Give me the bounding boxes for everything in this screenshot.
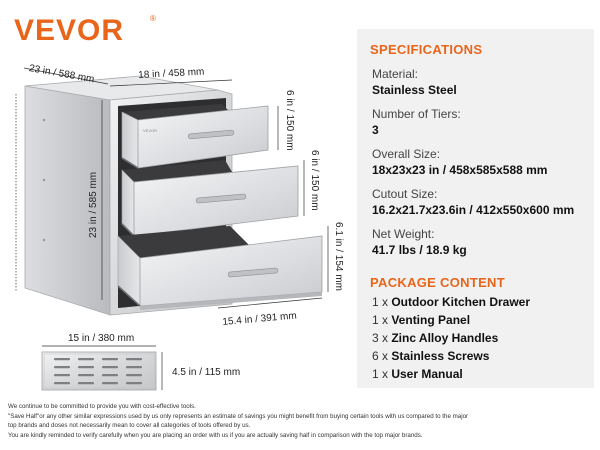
spec-value-overall-size: 18x23x23 in / 458x585x588 mm xyxy=(372,163,548,177)
spec-label-net-weight: Net Weight: xyxy=(372,227,435,241)
spec-value-tiers: 3 xyxy=(372,123,379,137)
spec-value-material: Stainless Steel xyxy=(372,83,457,97)
dimension-panel-height: 4.5 in / 115 mm xyxy=(172,367,241,378)
specifications-title: SPECIFICATIONS xyxy=(370,42,483,57)
spec-label-tiers: Number of Tiers: xyxy=(372,107,461,121)
venting-panel xyxy=(41,351,157,391)
disclaimer-line: "Save Half"or any other similar expressi… xyxy=(8,412,469,420)
product-illustration: VEVOR xyxy=(15,67,329,391)
drawer-middle xyxy=(121,160,299,237)
package-item: 1 x Outdoor Kitchen Drawer xyxy=(372,295,531,309)
dimension-panel-width: 15 in / 380 mm xyxy=(68,333,135,344)
disclaimer: We continue to be committed to provide y… xyxy=(8,402,598,440)
dimension-drawer-2: 6 in / 150 mm xyxy=(309,150,320,211)
disclaimer-line: You are kindly reminded to verify carefu… xyxy=(8,431,423,439)
dimension-drawer-3: 6.1 in / 154 mm xyxy=(333,222,344,291)
spec-label-cutout-size: Cutout Size: xyxy=(372,187,438,201)
package-item: 1 x User Manual xyxy=(372,367,463,381)
spec-value-cutout-size: 16.2x21.7x23.6in / 412x550x600 mm xyxy=(372,203,575,217)
dimension-height: 23 in / 585 mm xyxy=(88,171,99,238)
drawer-bottom xyxy=(117,226,323,310)
disclaimer-line: We continue to be committed to provide y… xyxy=(8,403,196,410)
brand-logo: VEVOR xyxy=(14,14,125,47)
brand-registered-mark: ® xyxy=(150,14,156,23)
package-content-title: PACKAGE CONTENT xyxy=(370,275,505,290)
package-item: 6 x Stainless Screws xyxy=(372,349,490,363)
dimension-lines xyxy=(15,67,329,390)
package-item: 1 x Venting Panel xyxy=(372,313,471,327)
drawer-engraving: VEVOR xyxy=(143,128,157,133)
disclaimer-line: top brands and doses not necessarily mea… xyxy=(8,422,251,430)
package-item: 3 x Zinc Alloy Handles xyxy=(372,331,499,345)
drawer-top: VEVOR xyxy=(121,104,269,169)
spec-label-material: Material: xyxy=(372,67,419,81)
dimension-drawer-1: 6 in / 150 mm xyxy=(284,90,295,151)
spec-label-overall-size: Overall Size: xyxy=(372,147,441,161)
specifications-panel: SPECIFICATIONS Material: Stainless Steel… xyxy=(357,29,594,388)
spec-value-net-weight: 41.7 lbs / 18.9 kg xyxy=(372,243,467,257)
